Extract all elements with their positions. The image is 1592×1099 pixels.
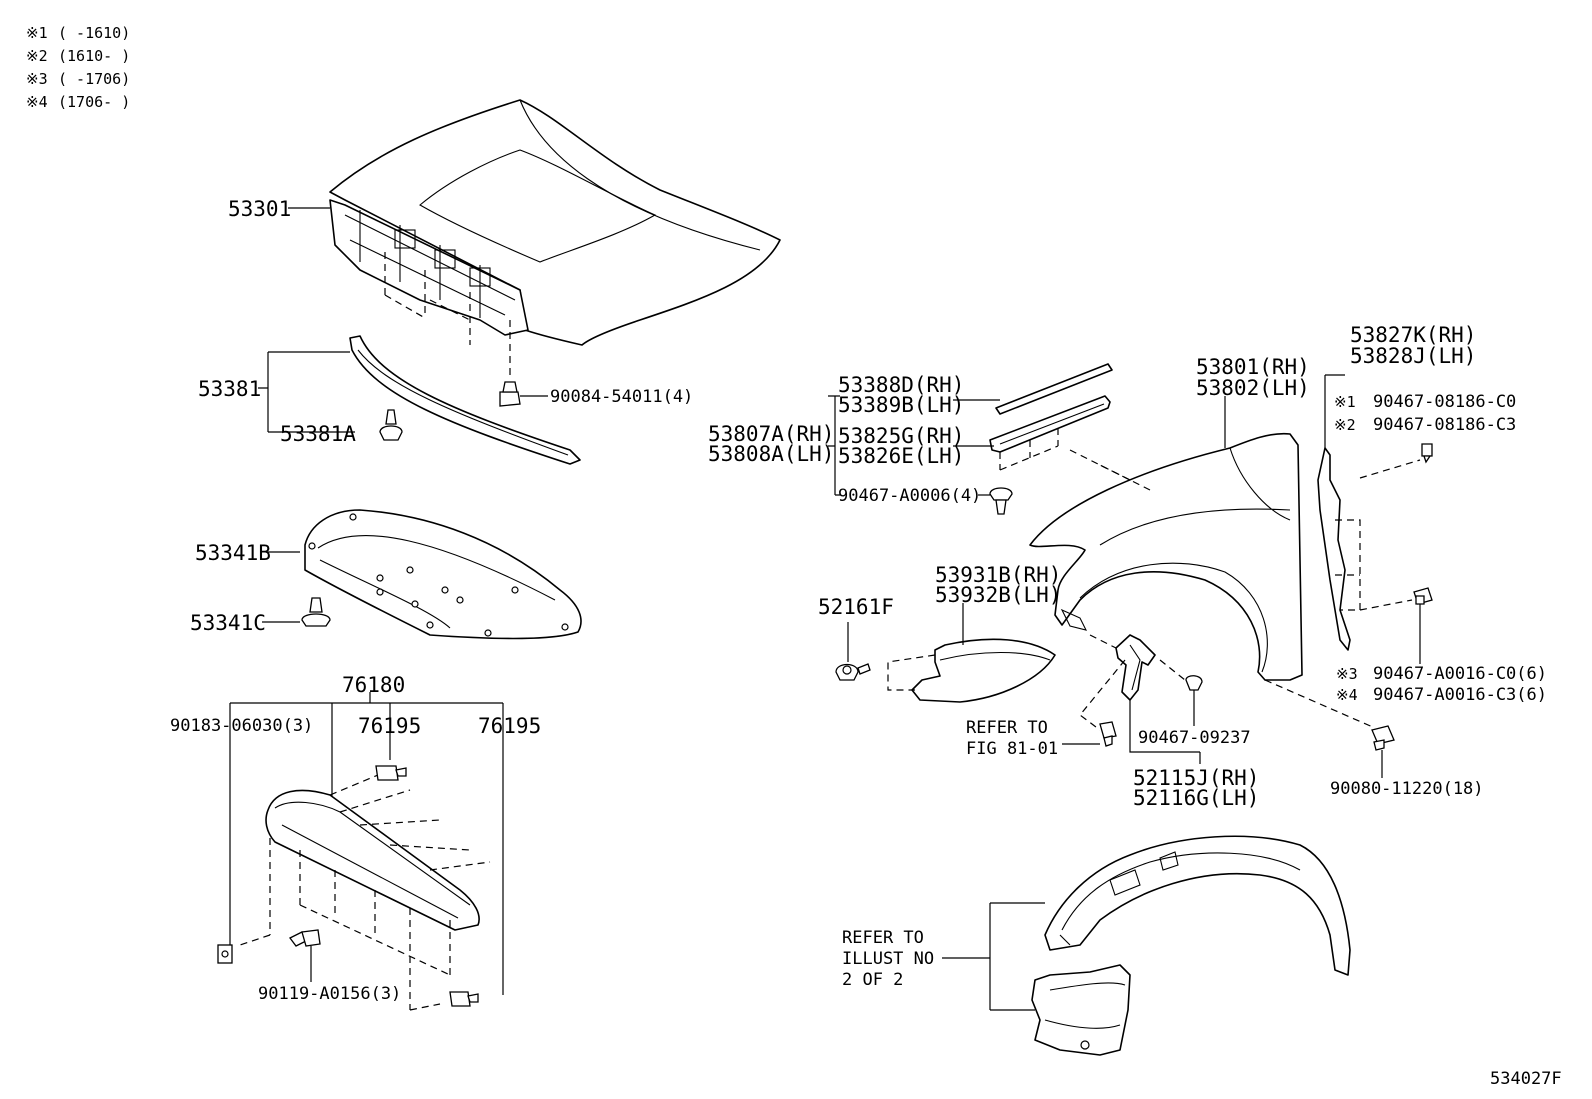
seal-leaders — [953, 399, 1000, 447]
label-76180: 76180 — [342, 673, 405, 697]
hood-seal — [349, 335, 581, 465]
label-90080: 90080-11220(18) — [1330, 779, 1484, 799]
fender-cover — [989, 395, 1151, 491]
mudguard — [887, 638, 1056, 703]
label-refer-fig-1: REFER TO — [966, 718, 1048, 738]
label-52116g: 52116G(LH) — [1133, 786, 1259, 810]
fender-liner-seal — [1317, 447, 1421, 651]
front-fender — [1029, 432, 1376, 729]
fender-seal — [995, 363, 1113, 415]
label-note3-part: 90467-A0016-C0(6) — [1373, 664, 1547, 684]
label-90119: 90119-A0156(3) — [258, 984, 401, 1004]
label-53932b: 53932B(LH) — [935, 583, 1061, 607]
scoop-group-leader — [229, 692, 504, 995]
refer-illust-leader — [942, 902, 1045, 1011]
hood-panel — [329, 99, 781, 380]
label-52115j: 52115J(RH) — [1133, 766, 1259, 790]
label-76195-b: 76195 — [478, 714, 541, 738]
label-note2-part: 90467-08186-C3 — [1373, 415, 1516, 435]
label-53826e: 53826E(LH) — [838, 444, 964, 468]
mudguard-clip — [835, 663, 871, 681]
note-3-range: ( -1706) — [58, 70, 130, 88]
label-53827k: 53827K(RH) — [1350, 323, 1476, 347]
mark-note3: ※3 — [1336, 665, 1358, 683]
refer-bolt — [1099, 721, 1117, 747]
label-53807a: 53807A(RH) — [708, 422, 834, 446]
label-53389b: 53389B(LH) — [838, 393, 964, 417]
fender-liner — [1044, 835, 1351, 976]
scoop-bolt — [289, 929, 321, 947]
label-90467-09237: 90467-09237 — [1138, 728, 1251, 748]
hood-insulator — [304, 509, 582, 640]
label-53931b: 53931B(RH) — [935, 563, 1061, 587]
seal-leader — [258, 351, 355, 433]
fender-bracket — [828, 395, 840, 496]
scoop-clip-bottom — [449, 991, 479, 1007]
note-4-range: (1706- ) — [58, 93, 130, 111]
label-53801: 53801(RH) — [1196, 355, 1310, 379]
note-2-range: (1610- ) — [58, 47, 130, 65]
label-90467-a0006: 90467-A0006(4) — [838, 486, 981, 506]
liner-leader — [1324, 374, 1345, 448]
scoop-clip-top — [375, 765, 407, 781]
notes-legend: ※1 ( -1610) ※2 (1610- ) ※3 ( -1706) ※4 (… — [26, 24, 130, 111]
label-53802: 53802(LH) — [1196, 376, 1310, 400]
label-53381a: 53381A — [280, 422, 356, 446]
label-note4-part: 90467-A0016-C3(6) — [1373, 685, 1547, 705]
label-90183: 90183-06030(3) — [170, 716, 313, 736]
liner-clip — [1421, 443, 1433, 464]
label-76195-a: 76195 — [358, 714, 421, 738]
note-1-range: ( -1610) — [58, 24, 130, 42]
scoop-nut — [217, 944, 233, 964]
hood-scoop — [239, 769, 491, 1011]
label-53341c: 53341C — [190, 611, 266, 635]
figure-id: 534027F — [1490, 1069, 1562, 1089]
seal-clip — [379, 409, 403, 441]
note-3-mark: ※3 — [26, 70, 48, 88]
label-refer-fig-2: FIG 81-01 — [966, 739, 1058, 759]
fender-bolt — [1371, 725, 1395, 751]
label-note1-part: 90467-08186-C0 — [1373, 392, 1516, 412]
insulator-clip — [301, 597, 331, 627]
label-53341b: 53341B — [195, 541, 271, 565]
splash-shield — [1031, 964, 1131, 1056]
note-4-mark: ※4 — [26, 93, 48, 111]
label-53825g: 53825G(RH) — [838, 424, 964, 448]
note-2-mark: ※2 — [26, 47, 48, 65]
mark-note2: ※2 — [1334, 416, 1356, 434]
label-53388d: 53388D(RH) — [838, 373, 964, 397]
label-53808a: 53808A(LH) — [708, 442, 834, 466]
mark-note1: ※1 — [1334, 393, 1356, 411]
label-52161f: 52161F — [818, 595, 894, 619]
fender-clip-a0006 — [989, 487, 1013, 515]
label-refer-illust-3: 2 OF 2 — [842, 970, 903, 990]
label-53828j: 53828J(LH) — [1350, 344, 1476, 368]
label-53381: 53381 — [198, 377, 261, 401]
bracket-screw — [1185, 675, 1203, 691]
label-refer-illust-1: REFER TO — [842, 928, 924, 948]
label-refer-illust-2: ILLUST NO — [842, 949, 934, 969]
note-1-mark: ※1 — [26, 24, 48, 42]
label-53301: 53301 — [228, 197, 291, 221]
hood-bumper — [499, 381, 521, 407]
bracket-leader — [1129, 700, 1201, 764]
label-90084: 90084-54011(4) — [550, 387, 693, 407]
mark-note4: ※4 — [1336, 686, 1358, 704]
liner-bolt — [1413, 587, 1433, 605]
fender-bracket-part — [1079, 634, 1186, 731]
